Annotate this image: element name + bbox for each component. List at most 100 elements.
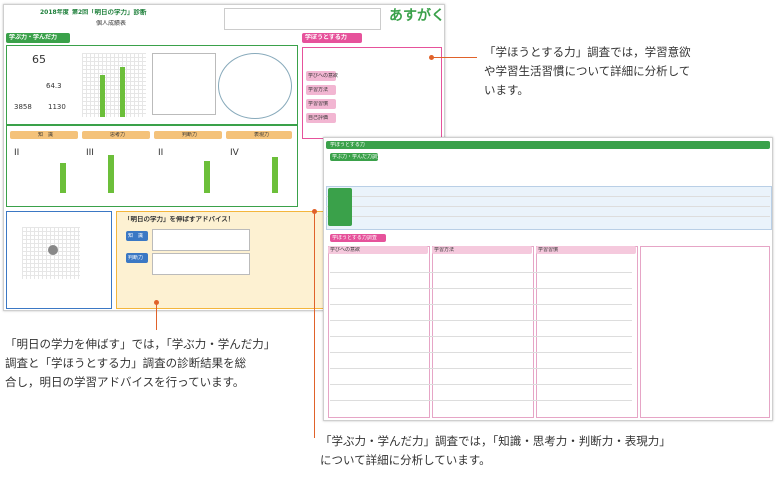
panel-title: 学習習慣 xyxy=(538,247,559,253)
subject-bar xyxy=(108,155,114,193)
list-item xyxy=(330,336,632,337)
manaho-row-bg xyxy=(306,85,336,95)
callout-line-left xyxy=(156,304,157,330)
subject-bar xyxy=(60,163,66,193)
list-item xyxy=(330,400,632,401)
table-row xyxy=(326,216,770,217)
advice-item xyxy=(126,231,148,241)
manaho-row-label: 学習習慣 xyxy=(308,101,329,107)
subject-tab-expression xyxy=(226,131,292,139)
question-table xyxy=(326,186,772,230)
list-item xyxy=(330,288,632,289)
panel-extra xyxy=(640,246,770,418)
subject-label: 思考力 xyxy=(110,132,126,138)
manaho-band xyxy=(326,141,770,149)
caption-line: 調査と「学ほうとする力」調査の診断結果を総 xyxy=(5,356,247,370)
subject-label: 知 識 xyxy=(38,132,54,138)
list-item xyxy=(330,368,632,369)
caption-line: や学習生活習慣について詳細に分析して xyxy=(484,64,691,78)
caption-line: 合し，明日の学習アドバイスを行っています。 xyxy=(5,375,245,389)
subject-bar xyxy=(272,157,278,193)
advice-item-label: 判断力 xyxy=(128,255,144,261)
subject-bar xyxy=(204,161,210,193)
radar-chart xyxy=(218,53,292,119)
comment-box xyxy=(152,53,216,115)
list-item xyxy=(330,272,632,273)
score-bar xyxy=(100,75,105,117)
scatter-point xyxy=(48,245,58,255)
panel-study-method xyxy=(432,246,534,418)
subject-roman: III xyxy=(86,148,94,158)
manaho-row-label: 学習方法 xyxy=(308,87,329,93)
advice-text xyxy=(152,253,250,275)
subject-roman: IV xyxy=(230,148,239,158)
advice-item-label: 知 識 xyxy=(128,233,144,239)
subject-tab-thinking xyxy=(82,131,150,139)
caption-left: 「明日の学力を伸ばす」では，「学ぶ力・学んだ力」 調査と「学ほうとする力」調査の… xyxy=(5,335,275,392)
callout-dot-right xyxy=(429,55,434,60)
panel-title: 学習方法 xyxy=(434,247,455,253)
caption-right: 「学ほうとする力」調査では，学習意欲 や学習生活習慣について詳細に分析して いま… xyxy=(484,43,691,100)
manaho-section-title: 学ぼうとする力 xyxy=(305,34,347,41)
score-bar xyxy=(120,67,125,117)
caption-bottom: 「学ぶ力・学んだ力」調査では，「知識・思考力・判断力・表現力」 について詳細に分… xyxy=(320,432,671,470)
year-label: 2018年度 xyxy=(40,9,69,16)
callout-line-bottom xyxy=(314,213,315,438)
logo: あすがく xyxy=(389,8,445,24)
list-item xyxy=(330,304,632,305)
test-name: 「明日の学力」診断 xyxy=(88,9,147,16)
subject-tab-judgement xyxy=(154,131,222,139)
panel-header xyxy=(432,246,532,254)
caption-line: について詳細に分析しています。 xyxy=(320,453,491,467)
caption-line: 「学ほうとする力」調査では，学習意欲 xyxy=(484,45,691,59)
subject-label: 判断力 xyxy=(182,132,198,138)
score-ss: 64.3 xyxy=(46,82,62,90)
manaho-row-label: 学びへの意欲 xyxy=(308,73,339,79)
subject-roman: II xyxy=(158,148,164,158)
score-main: 65 xyxy=(32,53,46,66)
section-left-tab xyxy=(330,153,378,161)
table-row xyxy=(326,206,770,207)
section-right-tab xyxy=(330,234,386,242)
caption-line: 「明日の学力を伸ばす」では，「学ぶ力・学んだ力」 xyxy=(5,337,276,351)
callout-dot-left xyxy=(154,300,159,305)
section-right-title: 学ぼうとする力調査 xyxy=(332,235,377,241)
subtitle: 個人成績表 xyxy=(96,20,127,27)
table-row xyxy=(326,196,770,197)
subject-label: 表現力 xyxy=(254,132,270,138)
manaho-row-bg xyxy=(306,71,336,81)
manaho-band-title: 学ぼうとする力 xyxy=(330,142,365,148)
subject-tab-knowledge xyxy=(10,131,78,139)
list-item xyxy=(330,384,632,385)
callout-dot-bottom xyxy=(312,209,317,214)
manaho-row-bg xyxy=(306,99,336,109)
caption-line: 「学ぶ力・学んだ力」調査では，「知識・思考力・判断力・表現力」 xyxy=(320,434,671,448)
subject-roman: II xyxy=(14,148,20,158)
caption-line: います。 xyxy=(484,83,529,97)
advice-item xyxy=(126,253,148,263)
manabu-section-title: 学ぶ力・学んだ力 xyxy=(9,34,58,41)
panel-title: 学びへの意欲 xyxy=(330,247,361,253)
panel-motivation xyxy=(328,246,430,418)
section-left-title: 学ぶ力・学んだ力調査 xyxy=(332,154,383,160)
score-chart xyxy=(82,53,146,117)
panel-header xyxy=(328,246,428,254)
table-label-cell xyxy=(328,188,352,226)
advice-title: 「明日の学力」を伸ばすアドバイス！ xyxy=(124,216,235,223)
list-item xyxy=(330,320,632,321)
callout-line-right xyxy=(433,57,477,58)
advice-text xyxy=(152,229,250,251)
report-sheet-detail: 学ぼうとする力 学ぶ力・学んだ力調査 学ぼうとする力調査 学びへの意欲 学習方法… xyxy=(323,137,773,421)
panel-study-habit xyxy=(536,246,638,418)
rank-b: 1130 xyxy=(48,103,66,111)
manabu-section-header xyxy=(6,33,70,43)
test-label: 第2回 xyxy=(72,9,89,16)
report-sheet-front: 2018年度 第2回 「明日の学力」診断 個人成績表 あすがく 学ぶ力・学んだ力… xyxy=(3,4,445,311)
manaho-row-bg xyxy=(306,113,336,123)
manaho-section-header xyxy=(302,33,362,43)
manaho-row-label: 自己評価 xyxy=(308,115,329,121)
list-item xyxy=(330,352,632,353)
student-info-box xyxy=(224,8,381,30)
rank-a: 3858 xyxy=(14,103,32,111)
panel-header xyxy=(536,246,636,254)
